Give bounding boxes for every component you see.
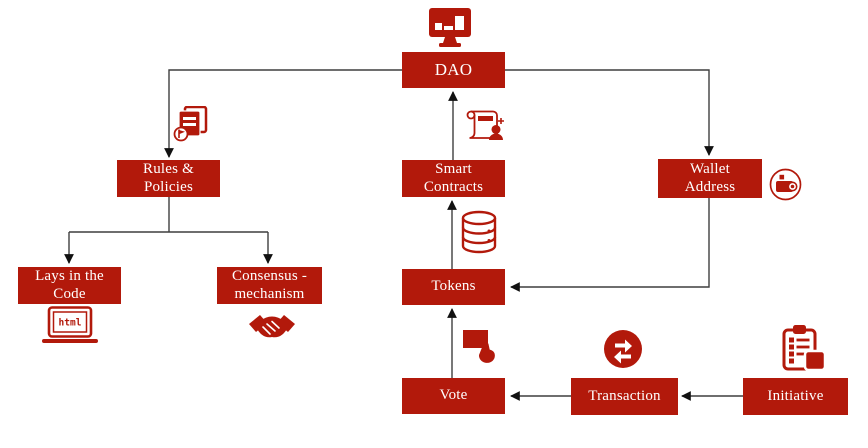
node-initiative: Initiative: [743, 378, 848, 415]
laptop-html-text: html: [59, 318, 82, 329]
node-transaction-label: Transaction: [588, 387, 661, 404]
node-vote-label: Vote: [439, 387, 468, 404]
laptop-html-icon: html: [42, 306, 98, 343]
node-wallet-label-line2: Address: [684, 178, 736, 195]
node-smart-label-line2: Contracts: [423, 178, 484, 195]
node-consensus-label-line2: mechanism: [234, 285, 305, 302]
hand-ballot-icon: [463, 327, 497, 365]
node-lays-label-line1: Lays in the: [35, 268, 104, 285]
clipboard-checklist-icon: [780, 324, 826, 373]
contract-scroll-person-icon: [463, 107, 505, 143]
node-wallet-address: Wallet Address: [658, 159, 762, 198]
node-tokens-label: Tokens: [431, 278, 476, 295]
node-transaction: Transaction: [571, 378, 678, 415]
connector-wallet-to-tokens: [510, 198, 710, 292]
wallet-in-circle-icon: [769, 168, 802, 201]
database-cylinder-icon: [459, 210, 499, 254]
node-vote: Vote: [402, 378, 505, 414]
policy-document-flag-icon: [172, 106, 210, 144]
node-dao-label: DAO: [434, 60, 473, 80]
connector-dao-to-rules: [164, 69, 402, 158]
node-dao: DAO: [402, 52, 505, 88]
node-smart-label-line1: Smart: [435, 161, 472, 178]
node-consensus-mechanism: Consensus - mechanism: [217, 267, 322, 304]
node-initiative-label: Initiative: [767, 387, 824, 404]
handshake-icon: [248, 312, 296, 346]
node-lays-in-the-code: Lays in the Code: [18, 267, 121, 304]
node-rules-policies-label-line2: Policies: [143, 178, 194, 195]
desktop-dashboard-icon: [426, 7, 474, 49]
node-smart-contracts: Smart Contracts: [402, 160, 505, 197]
connector-dao-to-wallet: [505, 69, 714, 156]
node-wallet-label-line1: Wallet: [690, 161, 730, 178]
swap-arrows-icon: [604, 330, 642, 368]
node-lays-label-line2: Code: [53, 285, 86, 302]
node-rules-policies: Rules & Policies: [117, 160, 220, 197]
node-tokens: Tokens: [402, 269, 505, 305]
node-rules-policies-label-line1: Rules &: [143, 161, 194, 178]
node-consensus-label-line1: Consensus -: [231, 268, 308, 285]
connector-rules-stem: [69, 197, 268, 233]
